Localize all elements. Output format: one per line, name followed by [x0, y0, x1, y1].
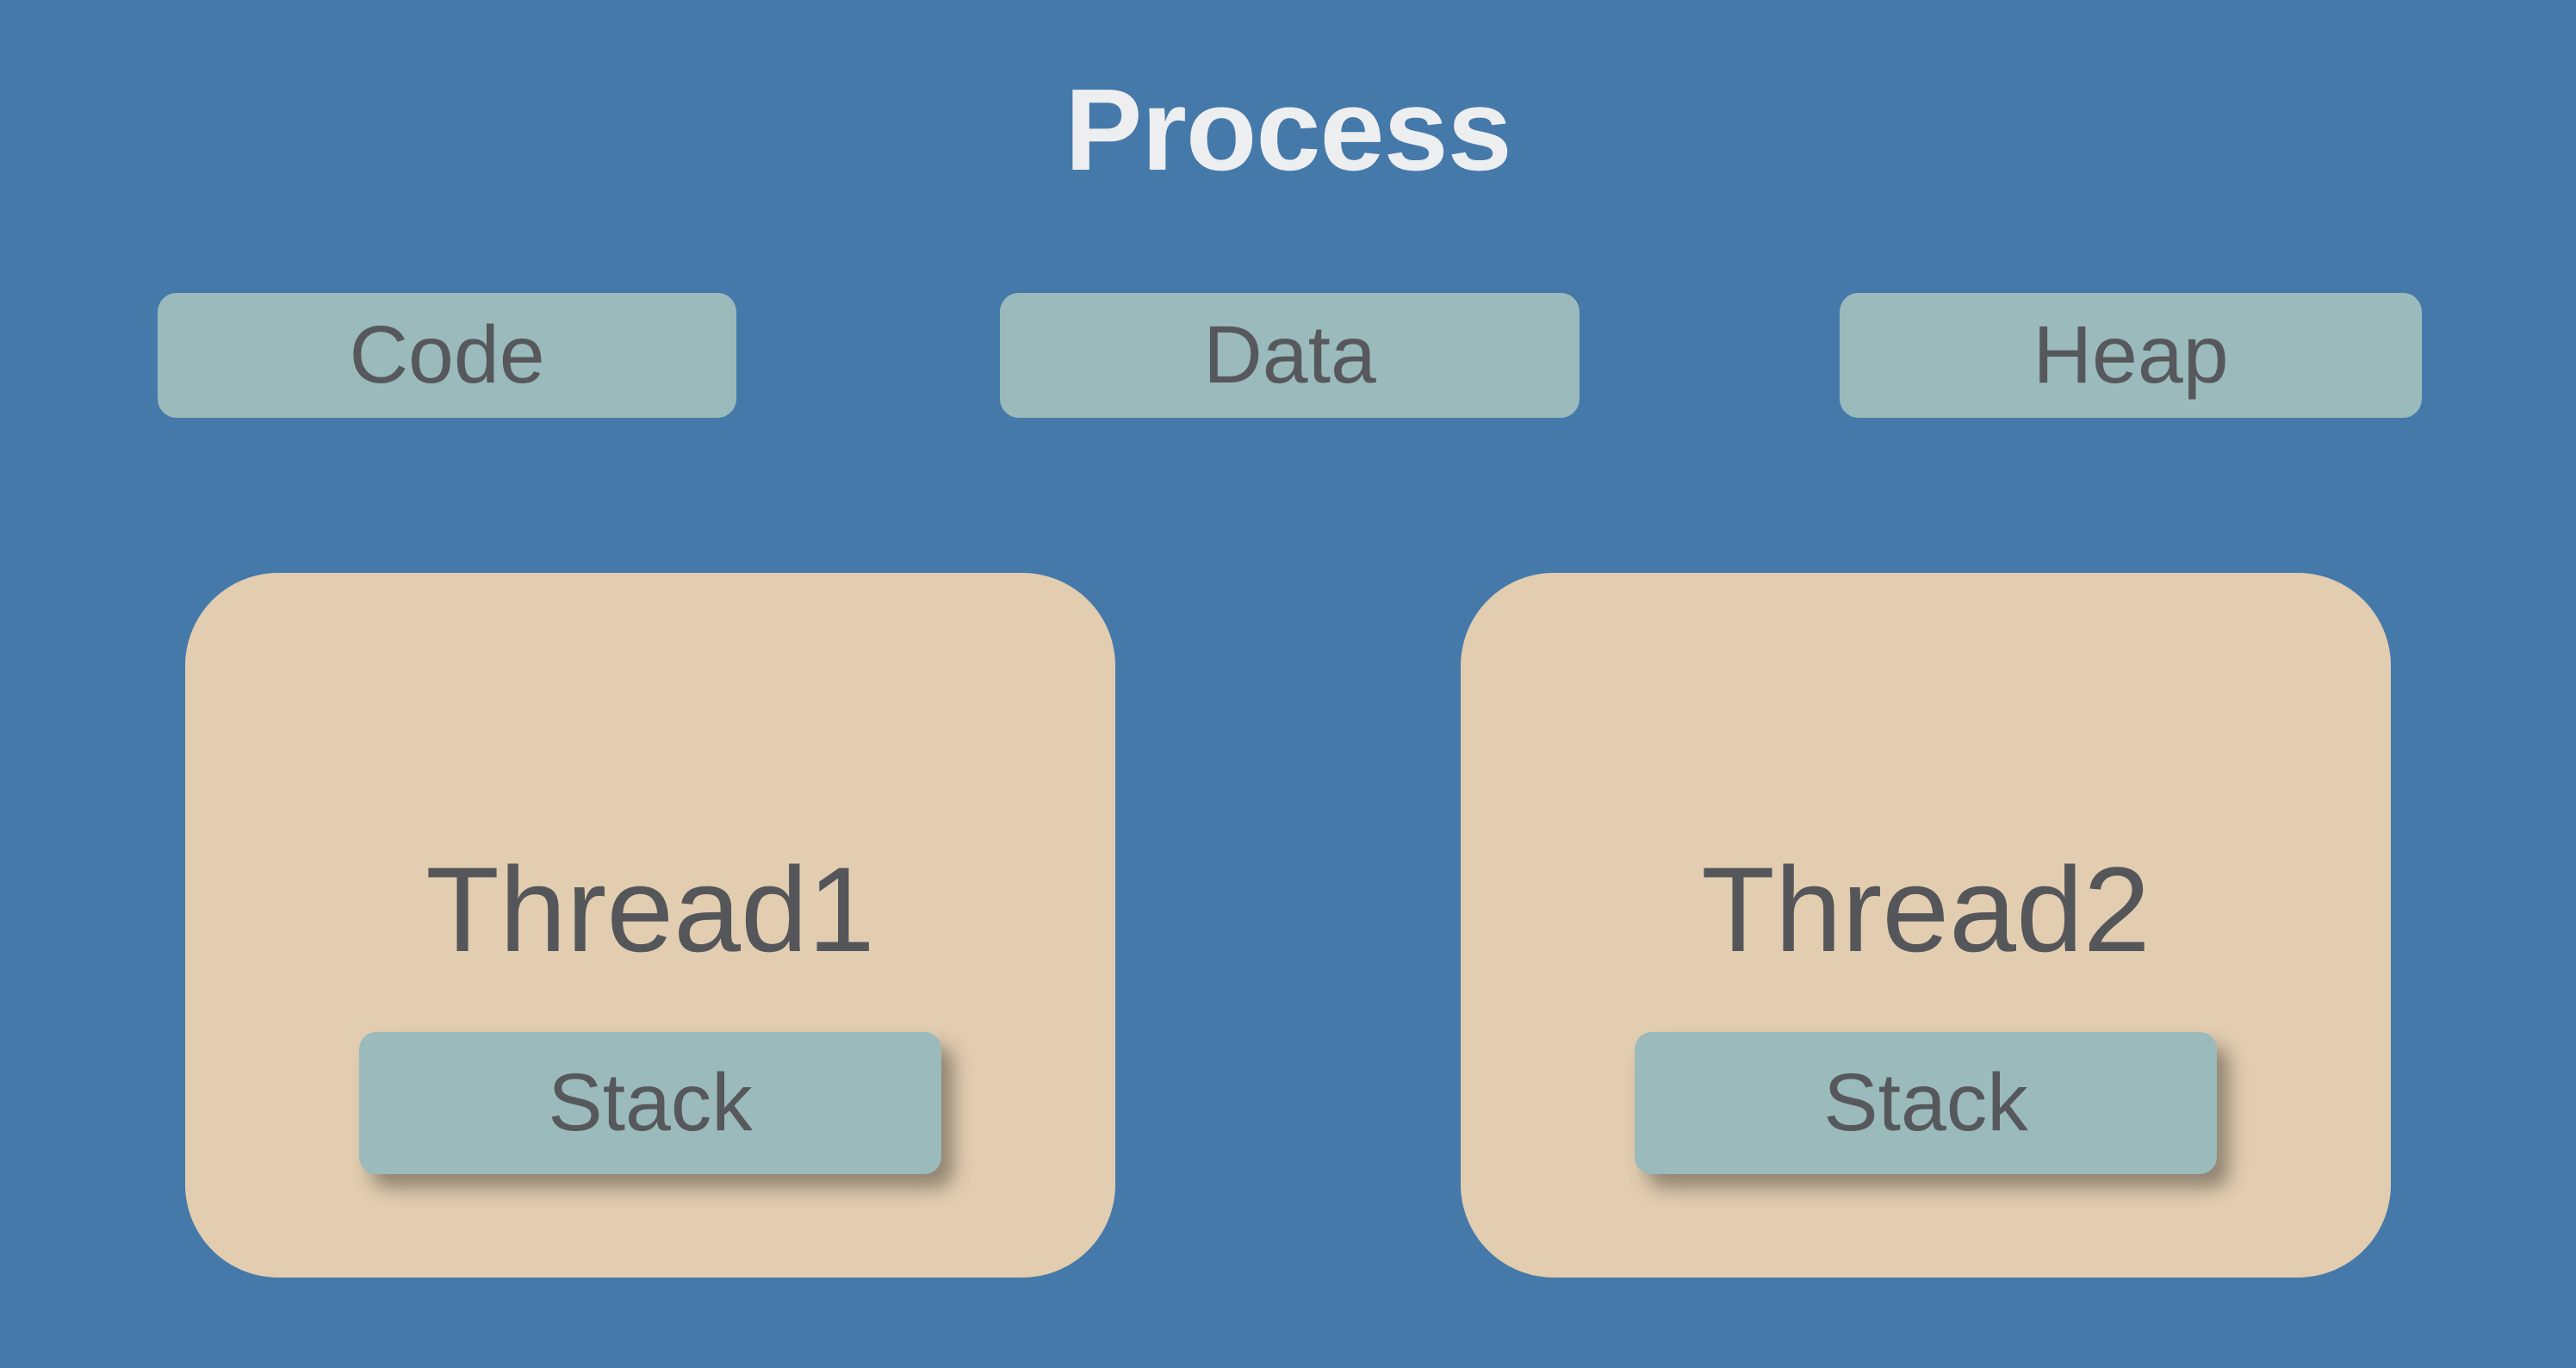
- thread-1-stack-label: Stack: [548, 1057, 753, 1148]
- thread-1-label: Thread1: [425, 842, 875, 977]
- thread-2-box: Thread2 Stack: [1461, 573, 2391, 1278]
- segment-box-code: Code: [158, 293, 736, 418]
- thread-1-stack-box: Stack: [359, 1032, 941, 1174]
- segment-box-data: Data: [1000, 293, 1580, 418]
- thread-2-stack-box: Stack: [1635, 1032, 2217, 1174]
- thread-2-label: Thread2: [1701, 842, 2151, 977]
- segment-box-heap: Heap: [1840, 293, 2422, 418]
- thread-2-stack-label: Stack: [1823, 1057, 2028, 1148]
- segment-label-heap: Heap: [2033, 309, 2229, 401]
- segment-label-data: Data: [1203, 309, 1376, 401]
- thread-1-box: Thread1 Stack: [185, 573, 1115, 1278]
- process-title: Process: [1065, 65, 1511, 195]
- segment-label-code: Code: [349, 309, 545, 401]
